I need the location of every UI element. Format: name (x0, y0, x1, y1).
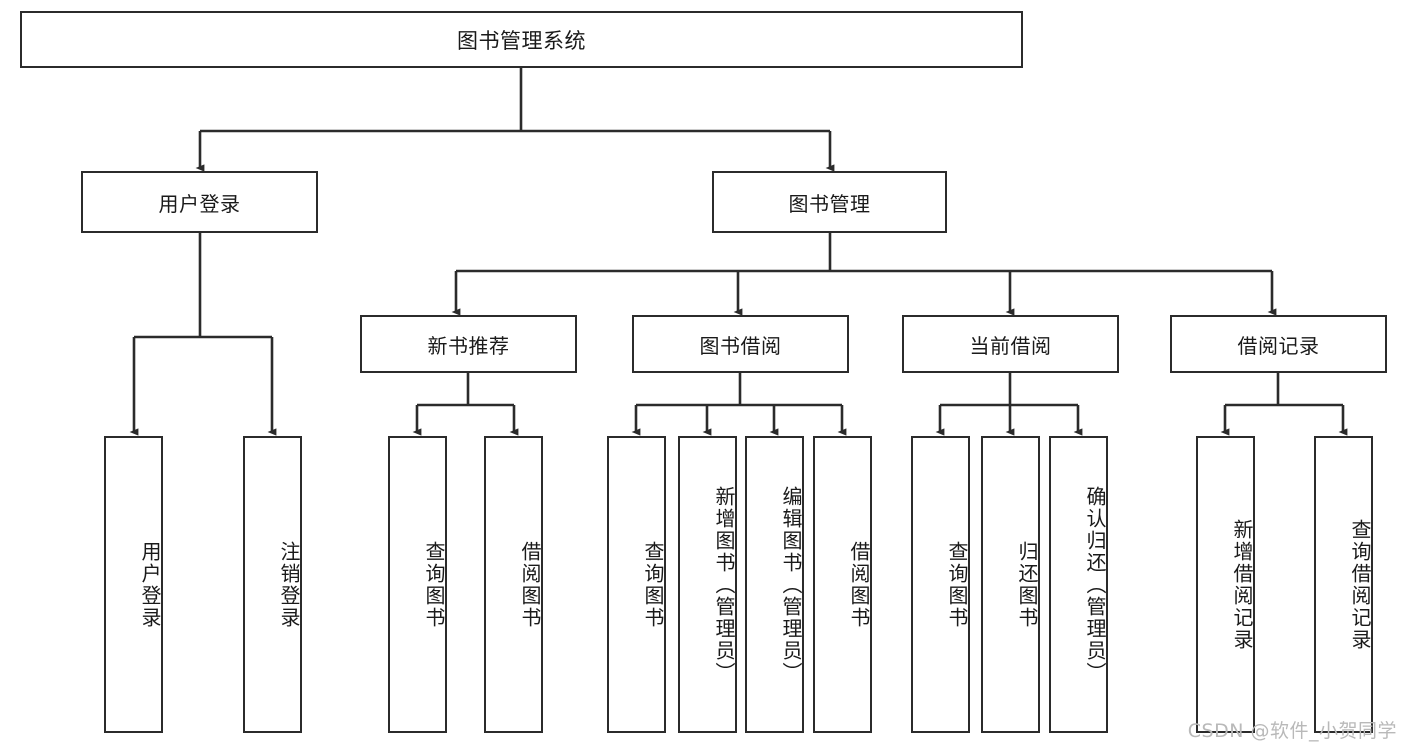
node-leaf-add-record[interactable]: 新增借阅记录 (1196, 436, 1255, 733)
node-label: 新增借阅记录 (1230, 518, 1254, 651)
node-leaf-borrow-book-2[interactable]: 借阅图书 (813, 436, 872, 733)
node-label: 查询借阅记录 (1348, 518, 1372, 651)
node-label: 用户登录 (138, 540, 162, 629)
node-label: 新增图书（管理员） (712, 485, 736, 684)
node-leaf-confirm-return[interactable]: 确认归还（管理员） (1049, 436, 1108, 733)
node-label: 借阅图书 (847, 540, 871, 629)
node-leaf-query-book-3[interactable]: 查询图书 (911, 436, 970, 733)
node-borrow-record[interactable]: 借阅记录 (1170, 315, 1387, 373)
node-user-login[interactable]: 用户登录 (81, 171, 318, 233)
node-new-book-recommend[interactable]: 新书推荐 (360, 315, 577, 373)
node-label: 归还图书 (1015, 540, 1039, 629)
node-label: 注销登录 (277, 540, 301, 629)
node-leaf-logout-login[interactable]: 注销登录 (243, 436, 302, 733)
node-label: 借阅图书 (518, 540, 542, 629)
node-label: 查询图书 (422, 540, 446, 629)
node-current-borrow[interactable]: 当前借阅 (902, 315, 1119, 373)
node-label: 查询图书 (945, 540, 969, 629)
node-label: 编辑图书（管理员） (779, 485, 803, 684)
watermark-text: CSDN @软件_小贺同学 (1187, 720, 1397, 742)
node-book-borrow[interactable]: 图书借阅 (632, 315, 849, 373)
node-leaf-query-book-2[interactable]: 查询图书 (607, 436, 666, 733)
node-label: 查询图书 (641, 540, 665, 629)
node-leaf-borrow-book-1[interactable]: 借阅图书 (484, 436, 543, 733)
node-leaf-return-book[interactable]: 归还图书 (981, 436, 1040, 733)
node-leaf-user-login[interactable]: 用户登录 (104, 436, 163, 733)
node-leaf-query-book-1[interactable]: 查询图书 (388, 436, 447, 733)
node-root-title[interactable]: 图书管理系统 (20, 11, 1023, 68)
node-leaf-query-record[interactable]: 查询借阅记录 (1314, 436, 1373, 733)
node-leaf-edit-book[interactable]: 编辑图书（管理员） (745, 436, 804, 733)
node-book-management[interactable]: 图书管理 (712, 171, 947, 233)
node-leaf-add-book[interactable]: 新增图书（管理员） (678, 436, 737, 733)
node-label: 确认归还（管理员） (1083, 485, 1107, 684)
